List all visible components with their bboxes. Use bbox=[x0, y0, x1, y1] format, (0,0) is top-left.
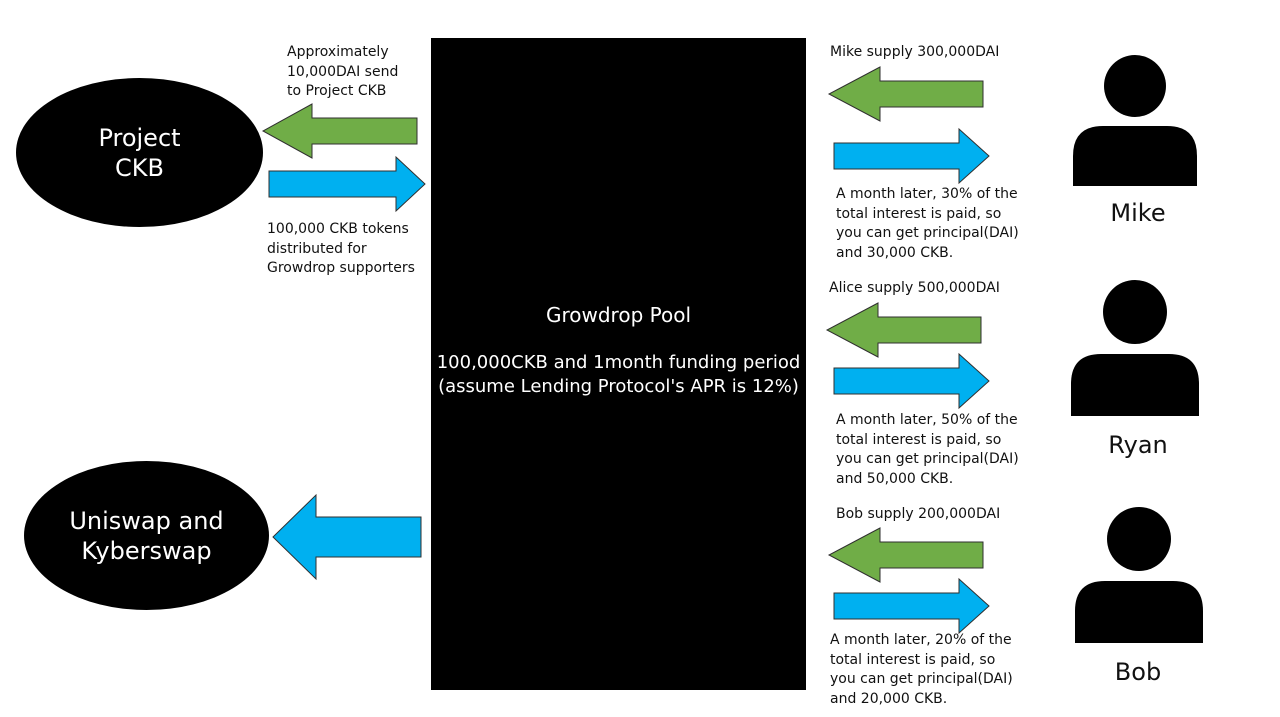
arrow-pool-to-exchange bbox=[272, 493, 422, 581]
pool-subtitle: 100,000CKB and 1month funding period (as… bbox=[436, 352, 801, 397]
alice-payout-text: A month later, 50% of the total interest… bbox=[836, 412, 1019, 487]
mike-supply-text: Mike supply 300,000DAI bbox=[830, 44, 1000, 60]
arrow-alice-payout bbox=[833, 352, 990, 410]
person-icon bbox=[1073, 55, 1197, 186]
mike-payout-text: A month later, 30% of the total interest… bbox=[836, 186, 1019, 261]
arrow-bob-payout bbox=[833, 577, 990, 635]
arrow-alice-supply bbox=[825, 302, 982, 358]
person-icon bbox=[1075, 507, 1203, 643]
arrow-tokens-to-pool bbox=[268, 155, 426, 213]
mike-name: Mike bbox=[1110, 199, 1166, 227]
bob-supply-text: Bob supply 200,000DAI bbox=[836, 506, 1001, 522]
arrow-dai-to-project bbox=[261, 103, 418, 159]
dai-to-project-note: Approximately 10,000DAI send to Project … bbox=[287, 44, 399, 99]
ryan-name: Ryan bbox=[1108, 431, 1168, 459]
pool-title: Growdrop Pool bbox=[545, 303, 692, 327]
arrow-mike-payout bbox=[833, 127, 990, 185]
project-ckb-node: Project CKB bbox=[16, 78, 263, 227]
arrow-mike-supply bbox=[827, 66, 984, 122]
person-icon bbox=[1071, 280, 1199, 416]
tokens-distributed-note: 100,000 CKB tokens distributed for Growd… bbox=[267, 221, 415, 276]
uniswap-kyberswap-node: Uniswap and Kyberswap bbox=[24, 461, 269, 610]
growdrop-pool-box: Growdrop Pool 100,000CKB and 1month fund… bbox=[431, 38, 806, 690]
bob-name: Bob bbox=[1114, 658, 1162, 686]
arrow-bob-supply bbox=[827, 527, 984, 583]
alice-supply-text: Alice supply 500,000DAI bbox=[829, 280, 1000, 296]
bob-payout-text: A month later, 20% of the total interest… bbox=[830, 632, 1013, 707]
